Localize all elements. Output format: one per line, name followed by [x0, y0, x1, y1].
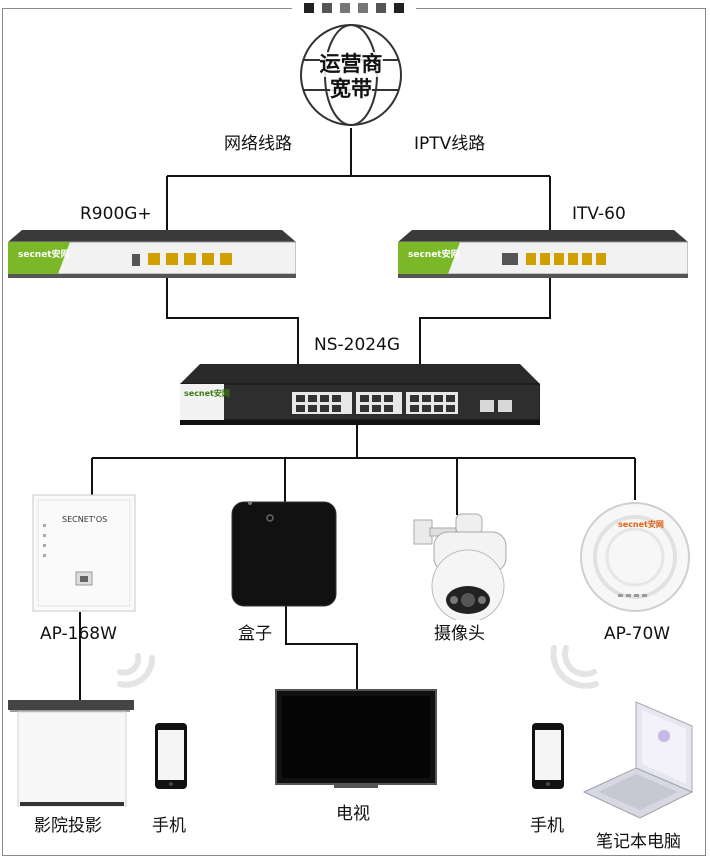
projector-screen-icon	[8, 700, 134, 807]
ap70w-ceiling-device	[580, 502, 690, 612]
box-label: 盒子	[238, 624, 272, 644]
switch-brand: secnet安网	[184, 389, 230, 398]
switch-device	[180, 364, 540, 425]
ap70w-label: AP-70W	[604, 624, 671, 644]
phone-right-label: 手机	[530, 816, 564, 836]
laptop-label: 笔记本电脑	[596, 832, 681, 852]
set-top-box-device	[231, 501, 337, 607]
isp-label: 运营商 宽带	[319, 52, 383, 102]
network-line-label: 网络线路	[224, 134, 292, 154]
tv-label: 电视	[336, 804, 370, 824]
switch-label: NS-2024G	[314, 335, 401, 355]
router-brand: secnet安网	[18, 250, 70, 260]
phone-left-label: 手机	[152, 816, 186, 836]
projector-label: 影院投影	[34, 816, 102, 836]
wifi-signal-icon	[117, 653, 156, 688]
itv-gateway-device	[398, 230, 688, 278]
router-label: R900G+	[80, 204, 152, 224]
camera-label: 摄像头	[434, 624, 485, 644]
top-decoration	[292, 2, 416, 14]
television-icon	[275, 689, 437, 788]
router-device	[8, 230, 296, 278]
iptv-line-label: IPTV线路	[414, 134, 486, 154]
ap70w-brand: secnet安网	[618, 520, 664, 529]
ap168w-label: AP-168W	[40, 624, 117, 644]
phone-right-icon	[532, 723, 564, 789]
phone-left-icon	[155, 723, 187, 789]
laptop-icon	[582, 701, 694, 819]
itv-brand: secnet安网	[408, 250, 460, 260]
ap168w-brand: SECNET'OS	[62, 515, 108, 524]
dome-camera-device	[413, 513, 507, 620]
ap168w-panel-device	[32, 494, 136, 612]
wifi-signal-icon	[550, 645, 599, 689]
itv-label: ITV-60	[572, 204, 626, 224]
